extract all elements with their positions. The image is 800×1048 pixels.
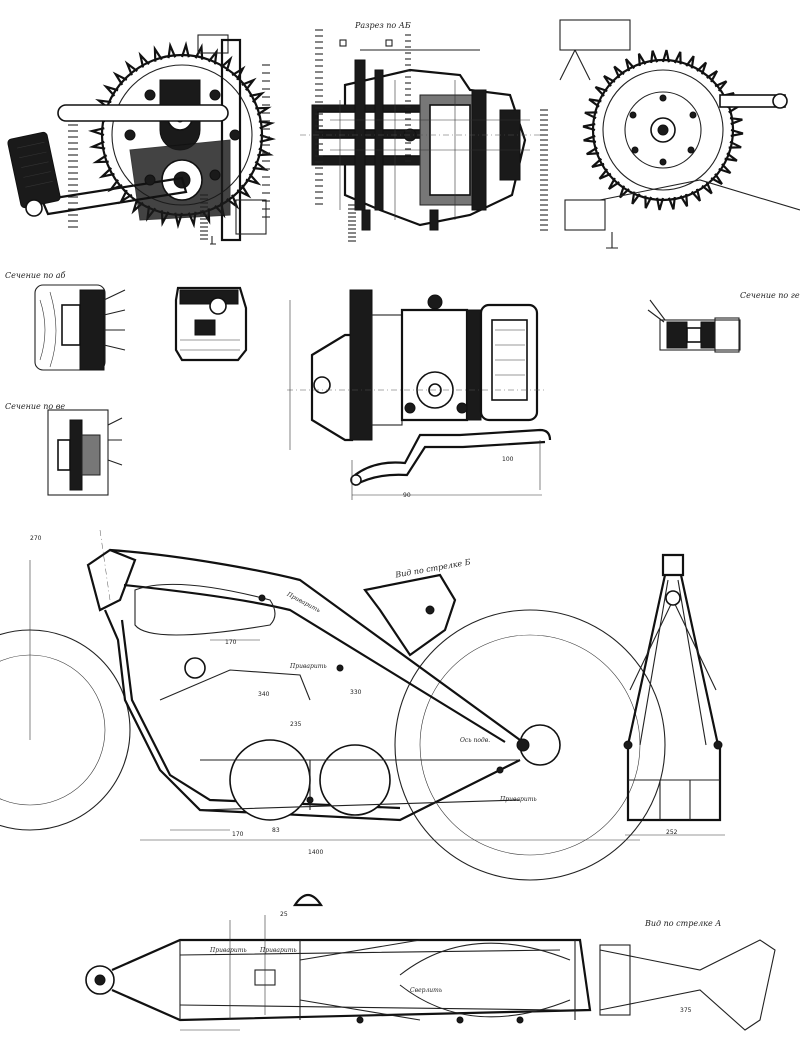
- sprocket-tooth: [583, 134, 597, 143]
- callout-ticks-center: [315, 29, 548, 242]
- axle-note: Ось подв.: [460, 737, 491, 744]
- sprocket-tooth: [92, 154, 109, 164]
- sprocket-tooth: [673, 51, 682, 65]
- sprocket-tooth: [194, 43, 204, 60]
- sprocket-tooth: [118, 189, 133, 205]
- sprocket-tooth: [259, 133, 276, 143]
- sprocket-tooth: [586, 146, 600, 156]
- sprocket-tooth: [241, 77, 257, 91]
- sprocket-tooth: [618, 185, 630, 199]
- dim-235: 235: [290, 721, 302, 728]
- gearbox-front-view: [287, 289, 552, 500]
- sprocket-tooth: [98, 167, 115, 179]
- sprocket-tooth: [650, 50, 659, 64]
- sprocket-tooth: [730, 128, 744, 138]
- sprocket-tooth: [582, 122, 596, 132]
- dim-270: 270: [30, 535, 42, 542]
- dim-90: 90: [403, 492, 411, 499]
- left-sprocket-assembly: [7, 34, 276, 245]
- sprocket-tooth: [584, 111, 598, 120]
- sprocket-tooth: [167, 41, 177, 59]
- sprocket-tooth: [257, 147, 274, 157]
- sprocket-tooth: [679, 193, 689, 207]
- dim-252: 252: [666, 829, 678, 836]
- frame-top-view: [85, 893, 776, 1031]
- sprocket-tooth: [207, 48, 218, 65]
- sprocket-tooth: [655, 197, 665, 211]
- sprocket-tooth: [714, 80, 728, 92]
- sprocket-tooth: [701, 181, 713, 195]
- weld-note-3: Приварить: [500, 796, 537, 803]
- sprocket-tooth: [613, 65, 625, 79]
- sprocket-tooth: [138, 51, 150, 68]
- sprocket-tooth: [729, 117, 743, 126]
- section-ge-title: Сечение по ге: [740, 291, 800, 300]
- sprocket-tooth: [249, 91, 266, 103]
- sprocket-tooth: [667, 196, 676, 210]
- gearbox-section-ab: [300, 39, 540, 231]
- sprocket-tooth: [631, 191, 641, 205]
- dim-330: 330: [350, 689, 362, 696]
- dim-83: 83: [272, 827, 280, 834]
- sprocket-tooth: [706, 70, 719, 83]
- sprocket-tooth: [88, 127, 105, 137]
- sprocket-tooth: [685, 55, 695, 69]
- dim-375: 375: [680, 1007, 692, 1014]
- sprocket-tooth: [124, 60, 138, 76]
- section-ab-title: Разрез по АБ: [355, 21, 411, 30]
- sprocket-tooth: [710, 173, 723, 186]
- weld-note-4: Приварить: [210, 947, 247, 954]
- sprocket-tooth: [718, 163, 732, 175]
- frame-rear-view: [623, 553, 725, 836]
- callout-ticks-left: [68, 64, 270, 240]
- view-a-title: Вид по стрелке А: [645, 919, 722, 928]
- sprocket-tooth: [624, 58, 636, 72]
- sprocket-tooth: [637, 53, 647, 67]
- sprocket-tooth: [180, 41, 190, 58]
- sprocket-tooth: [644, 195, 653, 209]
- sprocket-tooth: [231, 65, 246, 81]
- sprocket-tooth: [690, 188, 702, 202]
- sprocket-tooth: [607, 177, 620, 190]
- section-ab-small-title: Сечение по аб: [5, 271, 66, 280]
- dim-170-top: 170: [225, 639, 237, 646]
- section-ve-title: Сечение по ве: [5, 402, 66, 411]
- dim-340: 340: [258, 691, 270, 698]
- sprocket-tooth: [661, 49, 671, 63]
- section-ge: [647, 299, 741, 353]
- sprocket-tooth: [112, 71, 128, 86]
- dim-1400: 1400: [308, 849, 324, 856]
- dim-100: 100: [502, 456, 514, 463]
- sprocket-tooth: [591, 157, 605, 169]
- frame-side-view: [0, 529, 666, 881]
- drill-note: Сверлить: [410, 987, 443, 994]
- sprocket-tooth: [102, 84, 119, 97]
- sprocket-tooth: [258, 120, 276, 130]
- sprocket-tooth: [236, 184, 252, 199]
- sprocket-tooth: [728, 140, 742, 149]
- sprocket-tooth: [588, 98, 602, 108]
- sprocket-tooth: [594, 85, 608, 97]
- weld-note-5: Приварить: [260, 947, 297, 954]
- sprocket-tooth: [88, 140, 106, 150]
- sprocket-tooth: [603, 74, 616, 87]
- weld-note-2: Приварить: [290, 663, 327, 670]
- sprocket-tooth: [724, 152, 738, 162]
- right-sprocket: [559, 19, 800, 249]
- dim-25: 25: [280, 911, 288, 918]
- bracket-view: [174, 286, 248, 362]
- sprocket-tooth: [696, 61, 708, 75]
- section-ve: [47, 409, 123, 496]
- sprocket-tooth: [255, 106, 272, 116]
- sprocket-tooth: [245, 173, 262, 186]
- sprocket-tooth: [598, 168, 612, 180]
- sprocket-tooth: [220, 55, 233, 72]
- section-ab-small: [34, 284, 126, 371]
- dim-170-bottom: 170: [232, 831, 244, 838]
- sprocket-tooth: [153, 45, 163, 62]
- sprocket-tooth: [252, 160, 269, 171]
